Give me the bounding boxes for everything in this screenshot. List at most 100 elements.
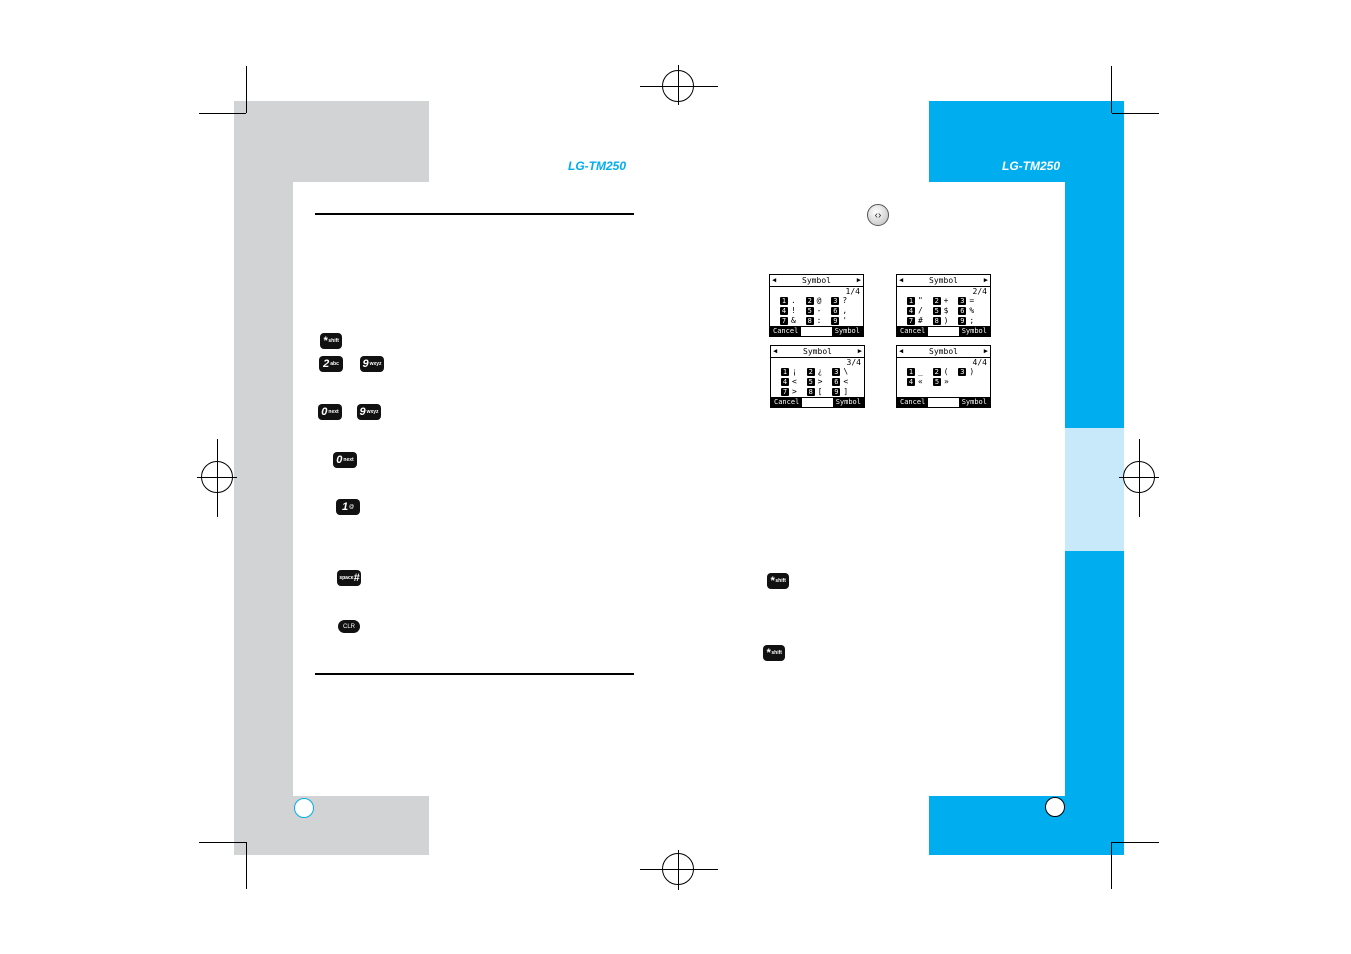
screen-title: Symbol — [929, 347, 958, 356]
softkey-symbol: Symbol — [831, 327, 863, 336]
symbol-row: 7>8[9] — [781, 387, 858, 397]
clear-key-icon: CLR — [338, 620, 360, 633]
symbol-number: 6 — [832, 378, 841, 386]
registration-circle — [1123, 461, 1155, 493]
symbol-row: 4!5-6, — [780, 306, 857, 316]
symbol-char: ) — [969, 367, 975, 376]
symbol-cell: 3? — [831, 297, 857, 305]
symbol-cell: 5> — [806, 378, 833, 386]
symbol-cell: 5- — [805, 306, 832, 315]
symbol-cell: 2( — [932, 368, 959, 376]
left-bottom-rule — [315, 673, 634, 675]
left-top-rule — [315, 213, 634, 215]
symbol-char: > — [792, 387, 797, 396]
symbol-char: : — [816, 316, 822, 325]
screen-header: ◀ Symbol ▶ — [897, 275, 990, 287]
right-arrow-icon: ▶ — [983, 347, 988, 355]
crop-mark — [1112, 113, 1159, 114]
symbol-char: . — [791, 296, 796, 305]
shift-key-icon: *shift — [320, 333, 342, 349]
symbol-char: + — [943, 296, 949, 305]
symbol-number: 3 — [832, 368, 841, 376]
symbol-char: = — [969, 296, 975, 305]
symbol-number: 7 — [907, 317, 915, 325]
symbol-row: 1"2+3= — [907, 296, 984, 306]
symbol-number: 1 — [907, 368, 915, 376]
symbol-char: # — [918, 316, 923, 325]
symbol-row: 1.2@3? — [780, 296, 857, 306]
right-arrow-icon: ▶ — [983, 276, 988, 284]
right-page-section-tab — [1065, 428, 1124, 551]
symbol-cell: 9] — [832, 388, 858, 396]
symbol-number: 2 — [932, 297, 941, 305]
screen-title: Symbol — [929, 276, 958, 285]
crop-mark — [199, 113, 246, 114]
symbol-cell: 7> — [781, 388, 807, 396]
crop-mark — [199, 842, 246, 843]
screen-title: Symbol — [802, 276, 831, 285]
screen-header: ◀ Symbol ▶ — [897, 346, 990, 358]
right-page-bottom-band — [929, 796, 1124, 855]
symbol-cell: 7# — [907, 317, 933, 325]
navigation-key-icon: ‹› — [867, 204, 889, 226]
symbol-number: 9 — [831, 317, 840, 325]
symbol-cell: 2+ — [932, 296, 959, 305]
symbol-number: 3 — [958, 368, 967, 376]
shift-key-icon: *shift — [767, 573, 789, 589]
symbol-cell: 4« — [907, 378, 933, 386]
symbol-char: [ — [817, 387, 823, 396]
symbol-cell: 3= — [958, 297, 984, 305]
symbol-number: 9 — [958, 317, 967, 325]
symbol-char: - — [816, 306, 822, 315]
symbol-cell: 4/ — [907, 307, 933, 315]
symbol-number: 5 — [806, 378, 815, 386]
symbol-cell: 1" — [907, 297, 933, 305]
right-model-name: LG-TM250 — [1002, 159, 1061, 173]
screen-page-indicator: 1/4 — [845, 287, 860, 296]
symbol-char: ; — [969, 316, 975, 325]
registration-circle — [201, 461, 233, 493]
right-arrow-icon: ▶ — [856, 276, 861, 284]
crop-mark — [1111, 842, 1112, 889]
symbol-cell: 6, — [831, 307, 857, 315]
symbol-cell: 1_ — [907, 368, 933, 376]
symbol-char: ? — [842, 296, 848, 305]
symbol-char: ) — [943, 316, 949, 325]
symbol-cell: 4! — [780, 307, 806, 315]
symbol-number: 7 — [781, 388, 789, 396]
symbol-grid: 1.2@3?4!5-6,7&8:9' — [780, 296, 857, 326]
symbol-number: 5 — [932, 307, 941, 315]
symbol-row: 1¡2¿3\ — [781, 367, 858, 377]
one-key-icon: 1@ — [336, 499, 360, 515]
symbol-char: ] — [843, 387, 849, 396]
crop-mark — [246, 66, 247, 113]
symbol-cell: 4< — [781, 378, 807, 386]
left-arrow-icon: ◀ — [899, 347, 904, 355]
softkey-cancel: Cancel — [897, 398, 929, 407]
softkey-cancel: Cancel — [897, 327, 929, 336]
left-page-number-circle — [294, 798, 314, 818]
symbol-number: 6 — [831, 307, 840, 315]
symbol-char: \ — [843, 367, 849, 376]
left-arrow-icon: ◀ — [899, 276, 904, 284]
symbol-cell: 2@ — [805, 297, 832, 305]
symbol-row: 7#8)9; — [907, 316, 984, 326]
symbol-cell: 3\ — [832, 368, 858, 376]
right-arrow-icon: ▶ — [857, 347, 862, 355]
symbol-char: / — [918, 306, 923, 315]
symbol-cell: 7& — [780, 317, 806, 325]
symbol-row: 4<5>6< — [781, 377, 858, 387]
symbol-char: < — [843, 377, 849, 386]
symbol-number: 8 — [806, 388, 815, 396]
symbol-number: 8 — [805, 317, 814, 325]
symbol-char: ¡ — [792, 367, 797, 376]
